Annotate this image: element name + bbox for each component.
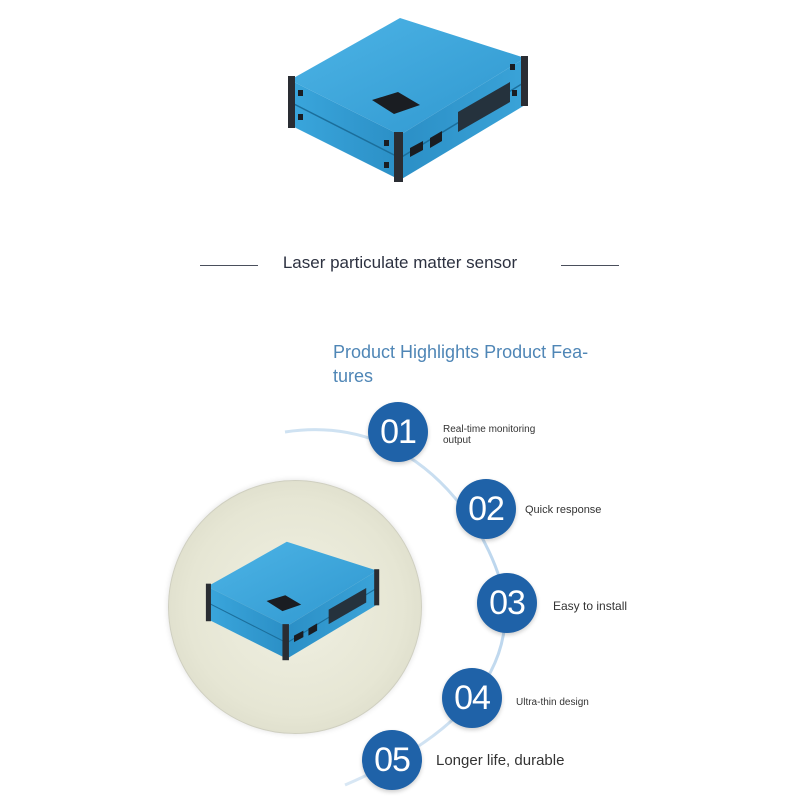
feature-label-03: Easy to install: [553, 599, 628, 613]
sensor-photo-image: [205, 541, 380, 661]
feature-label-02: Quick response: [525, 504, 602, 516]
feature-label-05: Longer life, durable: [436, 752, 565, 769]
feature-badge-01: 01: [368, 402, 428, 462]
feature-badge-05: 05: [362, 730, 422, 790]
sensor-photo-circle: [168, 480, 422, 734]
highlights-title-line-1: Product Highlights Product Fea-: [333, 342, 589, 362]
highlights-title-line-2: tures: [333, 366, 374, 386]
caption-divider-left: [200, 265, 258, 266]
feature-label-01: Real-time monitoring output: [443, 424, 535, 446]
feature-badge-03: 03: [477, 573, 537, 633]
feature-badge-04: 04: [442, 668, 502, 728]
sensor-product-image: [288, 18, 528, 182]
product-caption: Laser particulate matter sensor: [282, 253, 518, 272]
feature-label-01-line-2: output: [443, 435, 471, 446]
feature-label-01-line-1: Real-time monitoring: [443, 424, 536, 435]
highlights-title: Product Highlights Product Fea- tures: [333, 340, 623, 388]
feature-badge-02: 02: [456, 479, 516, 539]
caption-divider-right: [561, 265, 619, 266]
feature-label-04: Ultra-thin design: [516, 697, 589, 708]
